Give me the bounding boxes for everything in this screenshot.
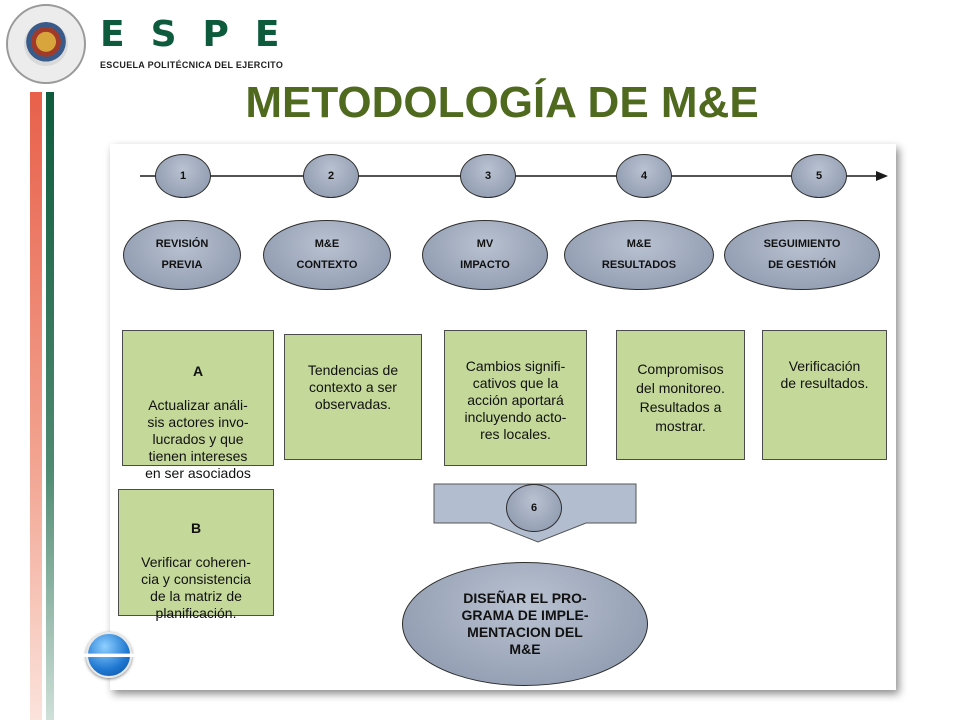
phase-me-resultados: M&E RESULTADOS: [564, 220, 714, 290]
phase-mv-impacto: MV IMPACTO: [422, 220, 548, 290]
phase-seguimiento-gestion: SEGUIMIENTO DE GESTIÓN: [724, 220, 880, 290]
box-a: A Actualizar análi- sis actores invo- lu…: [122, 330, 274, 481]
decorative-stripe-green: [46, 92, 54, 720]
box-resultados-text: Compromisos del monitoreo. Resultados a …: [636, 361, 725, 434]
back-button[interactable]: 🡐: [69, 632, 149, 678]
brand-subtitle: ESCUELA POLITÉCNICA DEL EJERCITO: [100, 60, 284, 70]
box-resultados: Compromisos del monitoreo. Resultados a …: [616, 330, 745, 460]
left-arrow-icon: 🡐: [68, 639, 150, 672]
box-a-head: A: [192, 363, 204, 379]
step-number-4: 4: [616, 154, 672, 198]
phase-revision-previa: REVISIÓN PREVIA: [123, 220, 241, 290]
decorative-stripe-red: [30, 92, 42, 720]
final-program-ellipse: DISEÑAR EL PRO- GRAMA DE IMPLE- MENTACIO…: [402, 562, 648, 686]
step-number-5: 5: [791, 154, 847, 198]
box-a-text: Actualizar análi- sis actores invo- lucr…: [145, 397, 251, 481]
box-impacto: Cambios signifi- cativos que la acción a…: [444, 330, 587, 466]
page-title: METODOLOGÍA DE M&E: [245, 78, 759, 127]
step-number-1: 1: [155, 154, 211, 198]
methodology-diagram: 1 2 3 4 5 REVISIÓN PREVIA M&E CONTEXTO M…: [110, 144, 896, 690]
espe-seal-logo: [6, 4, 86, 84]
timeline-arrowhead: [876, 171, 888, 181]
box-b: B Verificar coheren- cia y consistencia …: [118, 489, 274, 621]
box-impacto-text: Cambios signifi- cativos que la acción a…: [464, 358, 567, 442]
step-number-6: 6: [506, 484, 562, 532]
brand-name: ESPE: [100, 14, 306, 55]
box-contexto: Tendencias de contexto a ser observadas.: [284, 334, 422, 460]
box-contexto-text: Tendencias de contexto a ser observadas.: [307, 362, 399, 412]
step-number-3: 3: [460, 154, 516, 198]
box-gestion-text: Verificación de resultados.: [780, 358, 869, 391]
step-number-2: 2: [303, 154, 359, 198]
box-b-head: B: [190, 520, 202, 536]
box-gestion: Verificación de resultados.: [762, 330, 887, 460]
box-b-text: Verificar coheren- cia y consistencia de…: [141, 554, 251, 621]
phase-me-contexto: M&E CONTEXTO: [263, 220, 391, 290]
